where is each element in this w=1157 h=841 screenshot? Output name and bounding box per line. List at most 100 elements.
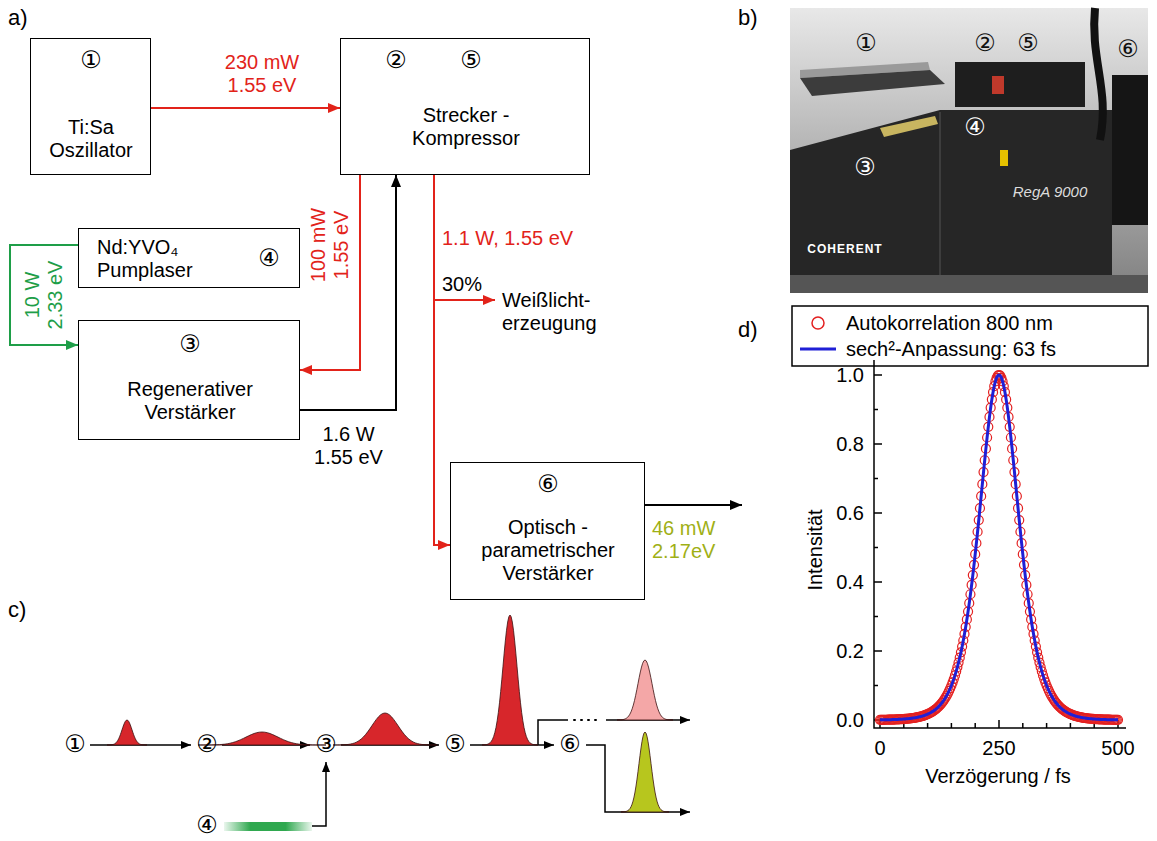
- callout-number: ⑤: [460, 47, 482, 75]
- pump-laser-head: [880, 116, 938, 137]
- axis-tick: [1022, 723, 1024, 728]
- callout-number: ③: [315, 731, 337, 759]
- amplifier-housing: [790, 110, 1112, 285]
- box-label: Strecker - Kompressor: [391, 104, 541, 150]
- pump-laser-box: Nd:YVO₄ Pumplaser ④: [78, 228, 300, 288]
- callout-number: ①: [80, 47, 102, 75]
- beam-connector: [300, 175, 360, 370]
- legend-box: [792, 306, 1148, 366]
- stretcher-housing: [955, 62, 1085, 107]
- brand-text: COHERENT: [807, 243, 882, 257]
- tick-label: 1.0: [836, 364, 864, 387]
- legend-text: Autokorrelation 800 nm: [846, 312, 1053, 335]
- callout-number: ①: [64, 731, 86, 759]
- figure-art: [90, 300, 1148, 831]
- tick-label: 250: [982, 737, 1015, 760]
- pump-pulse: [224, 822, 312, 831]
- callout-number: ②: [974, 30, 996, 58]
- output-target: Weißlicht- erzeugung: [502, 289, 627, 335]
- pulse-shape: [617, 660, 673, 720]
- axis-tick: [951, 723, 953, 728]
- output-arrow: [645, 504, 742, 506]
- pulse-shape: [621, 732, 669, 812]
- tick-label: 0.4: [836, 571, 864, 594]
- tick-label: 0.0: [836, 709, 864, 732]
- axis-tick: [927, 723, 929, 728]
- callout-number: ④: [964, 114, 986, 142]
- tick-label: 0.2: [836, 640, 864, 663]
- axis-tick: [998, 720, 1000, 728]
- axis-tick: [1046, 723, 1048, 728]
- callout-number: ②: [385, 47, 407, 75]
- callout-number: ④: [196, 812, 218, 840]
- dotted-path: [574, 719, 600, 721]
- table-edge: [790, 275, 1148, 293]
- panel-letter: c): [8, 597, 26, 622]
- oscillator-housing: [800, 70, 945, 96]
- pulse-shape: [482, 615, 538, 745]
- beam-label: 230 mW 1.55 eV: [217, 51, 307, 97]
- axis-tick: [874, 443, 882, 445]
- callout-number: ⑥: [537, 471, 559, 499]
- box-label: Nd:YVO₄ Pumplaser: [97, 236, 222, 282]
- plot-axis: [874, 360, 1126, 728]
- box-label: Ti:Sa Oszillator: [36, 116, 146, 162]
- axis-title: Intensität: [804, 509, 827, 590]
- beam-connector: [300, 175, 396, 410]
- opa-housing: [1112, 75, 1148, 225]
- amplifier-box: ③ Regenerativer Verstärker: [78, 320, 300, 440]
- callout-number: ③: [854, 154, 876, 182]
- tick-label: 0.6: [836, 502, 864, 525]
- box-label: Regenerativer Verstärker: [95, 378, 285, 424]
- stretcher-part: [992, 76, 1004, 94]
- callout-number: ⑥: [559, 731, 581, 759]
- axis-tick: [874, 581, 882, 583]
- stretcher-compressor-box: ② ⑤ Strecker - Kompressor: [340, 38, 590, 175]
- data-points: [876, 371, 1123, 725]
- oscillator-box: ① Ti:Sa Oszillator: [30, 38, 151, 175]
- callout-number: ③: [179, 331, 201, 359]
- legend-swatch: [812, 317, 824, 329]
- cable: [1094, 8, 1103, 140]
- lab-photo: [790, 8, 1148, 293]
- panel-letter: b): [738, 5, 758, 30]
- beam-label: 1.1 W, 1.55 eV: [442, 227, 573, 250]
- box-label: Optisch - parametrischer Verstärker: [466, 516, 631, 585]
- legend-text: sech²-Anpassung: 63 fs: [846, 338, 1056, 361]
- axis-tick: [874, 650, 882, 652]
- callout-number: ①: [855, 30, 877, 58]
- axis-tick: [874, 409, 878, 411]
- tick-label: 0.8: [836, 433, 864, 456]
- housing-seam: [939, 112, 941, 285]
- callout-number: ⑥: [1117, 36, 1139, 64]
- photo-background: [790, 8, 1148, 293]
- beam-connector: [151, 107, 340, 109]
- axis-tick: [974, 723, 976, 728]
- pulse-shape: [333, 713, 437, 745]
- axis-tick: [874, 685, 878, 687]
- axis-tick: [874, 478, 878, 480]
- axis-tick: [874, 616, 878, 618]
- panel-letter: d): [738, 317, 758, 342]
- warning-sticker: [1000, 150, 1008, 166]
- axis-tick: [874, 547, 878, 549]
- branch-arrow: [434, 299, 495, 301]
- beam-label: 1.6 W 1.55 eV: [306, 423, 391, 469]
- tick-label: 0: [874, 737, 885, 760]
- callout-number: ⑤: [444, 731, 466, 759]
- axis-tick: [874, 512, 882, 514]
- output-label: 46 mW 2.17eV: [652, 517, 732, 563]
- brand-text: RegA 9000: [1013, 183, 1088, 200]
- panel-letter: a): [8, 5, 28, 30]
- beam-connector: [10, 245, 78, 345]
- split-ratio: 30%: [442, 273, 482, 296]
- pulse-path: [312, 762, 326, 826]
- axis-tick: [874, 374, 882, 376]
- axis-tick: [1070, 723, 1072, 728]
- callout-number: ④: [258, 245, 280, 273]
- legend-swatch: [800, 348, 836, 351]
- opa-box: ⑥ Optisch - parametrischer Verstärker: [450, 462, 645, 600]
- fit-curve: [880, 375, 1118, 720]
- beam-label: 10 W 2.33 eV: [21, 255, 67, 335]
